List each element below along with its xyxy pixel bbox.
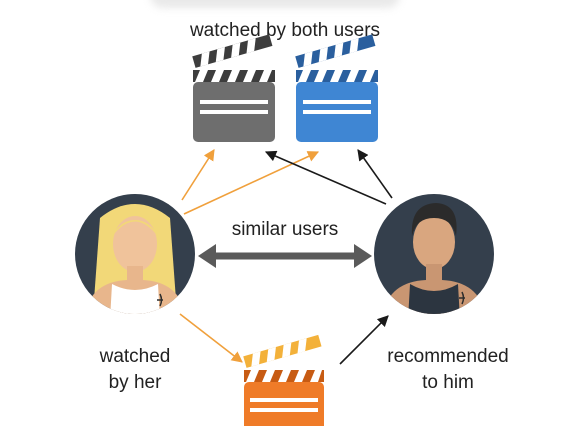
- watched-by-her-line1: watched: [99, 346, 171, 367]
- arrow-her-to-orange: [179, 313, 243, 363]
- watched-by-her-label: watched by her: [70, 344, 200, 396]
- arrow-her-to-gray: [181, 149, 215, 201]
- similar-users-label: similar users: [231, 219, 339, 240]
- woman-avatar-icon: [75, 194, 195, 314]
- similar-users-arrow: [198, 244, 372, 268]
- arrow-her-to-blue: [183, 151, 320, 215]
- watched-by-both-label: watched by both users: [189, 20, 381, 41]
- arrow-him-to-blue: [357, 149, 393, 199]
- clapperboard-orange-icon: [243, 334, 324, 426]
- top-faded-text: [150, 0, 400, 8]
- clapperboard-gray-icon: [192, 34, 275, 142]
- arrow-him-to-gray: [264, 150, 387, 205]
- recommended-to-him-line1: recommended: [387, 346, 509, 367]
- man-avatar-icon: [374, 194, 494, 314]
- recommended-to-him-line2: to him: [422, 372, 474, 393]
- arrow-orange-to-him: [339, 315, 389, 365]
- recommended-to-him-label: recommended to him: [368, 344, 528, 396]
- watched-by-her-line2: by her: [108, 372, 162, 393]
- clapperboard-blue-icon: [295, 34, 378, 142]
